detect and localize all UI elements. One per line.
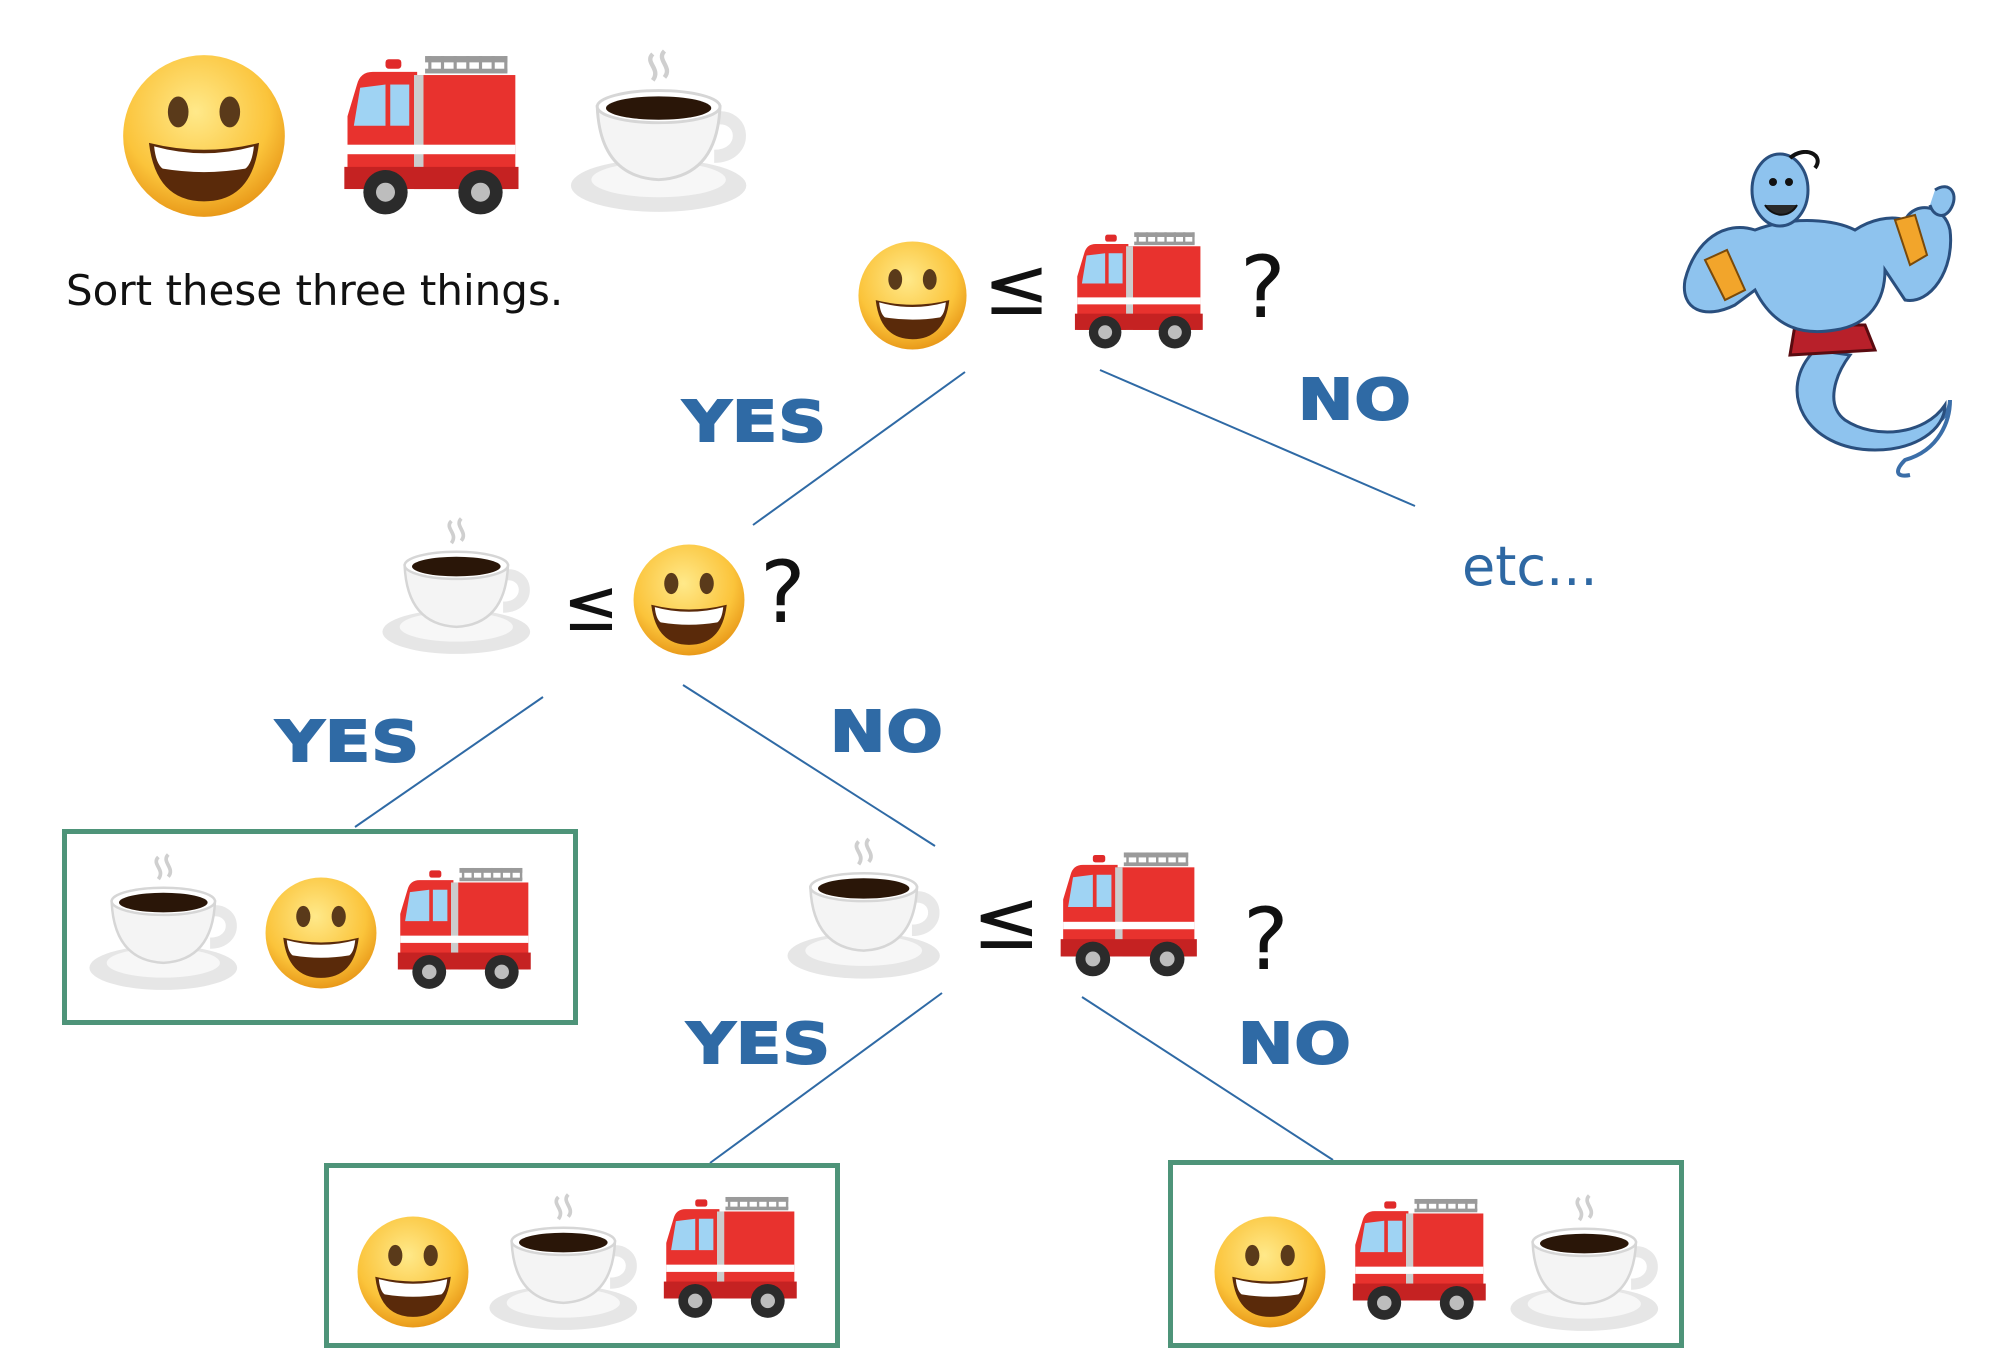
result-box <box>324 1163 840 1348</box>
svg-text:≤: ≤ <box>972 880 1032 960</box>
question-mark: ? <box>1240 238 1286 338</box>
less-equal-symbol: ≤ <box>983 240 1051 333</box>
genie-icon <box>1682 150 1956 478</box>
branch-label-yes: YES <box>682 389 828 456</box>
smiley-face-icon <box>357 1216 469 1328</box>
branch-label-yes: YES <box>686 1011 832 1078</box>
coffee-cup-icon <box>382 517 531 654</box>
coffee-cup-icon <box>570 49 747 212</box>
smiley-face-icon <box>858 241 967 350</box>
branch-label-no: NO <box>829 699 944 766</box>
edge-level2-yes <box>354 696 544 828</box>
coffee-cup-icon <box>1510 1194 1659 1331</box>
result-box <box>1168 1160 1684 1348</box>
smiley-face-icon <box>123 55 285 217</box>
etc-label: etc... <box>1462 535 1598 598</box>
smiley-face-icon <box>265 877 377 989</box>
edge-level3-no <box>1081 996 1334 1161</box>
level3-question: ≤ ? <box>785 830 1305 990</box>
less-equal-symbol: ≤ <box>562 570 612 640</box>
fire-truck-icon <box>1060 852 1197 977</box>
intro-items <box>118 40 768 240</box>
fire-truck-icon <box>397 867 531 989</box>
branch-label-yes: YES <box>275 709 421 776</box>
fire-truck-icon <box>663 1196 797 1318</box>
fire-truck-icon <box>1352 1198 1486 1320</box>
less-equal-symbol: ≤ <box>972 880 1032 960</box>
edge-level3-yes <box>709 992 943 1164</box>
question-mark: ? <box>760 543 806 643</box>
edge-root-yes <box>752 371 966 526</box>
caption-text: Sort these three things. <box>66 266 564 315</box>
root-question: ≤ ? <box>855 230 1315 350</box>
edge-root-no <box>1099 369 1416 507</box>
level2-question: ≤ ? <box>380 510 820 660</box>
fire-truck-icon <box>1074 232 1203 349</box>
svg-text:≤: ≤ <box>562 570 612 640</box>
result-box <box>62 829 578 1025</box>
coffee-cup-icon <box>489 1193 638 1330</box>
branch-label-no: NO <box>1237 1011 1352 1078</box>
branch-label-no: NO <box>1297 367 1412 434</box>
coffee-cup-icon <box>89 853 238 990</box>
smiley-face-icon <box>633 544 745 656</box>
smiley-face-icon <box>1214 1216 1326 1328</box>
coffee-cup-icon <box>787 837 940 979</box>
fire-truck-icon <box>344 56 519 215</box>
edge-level2-no <box>682 684 936 847</box>
question-mark: ? <box>1243 890 1289 990</box>
